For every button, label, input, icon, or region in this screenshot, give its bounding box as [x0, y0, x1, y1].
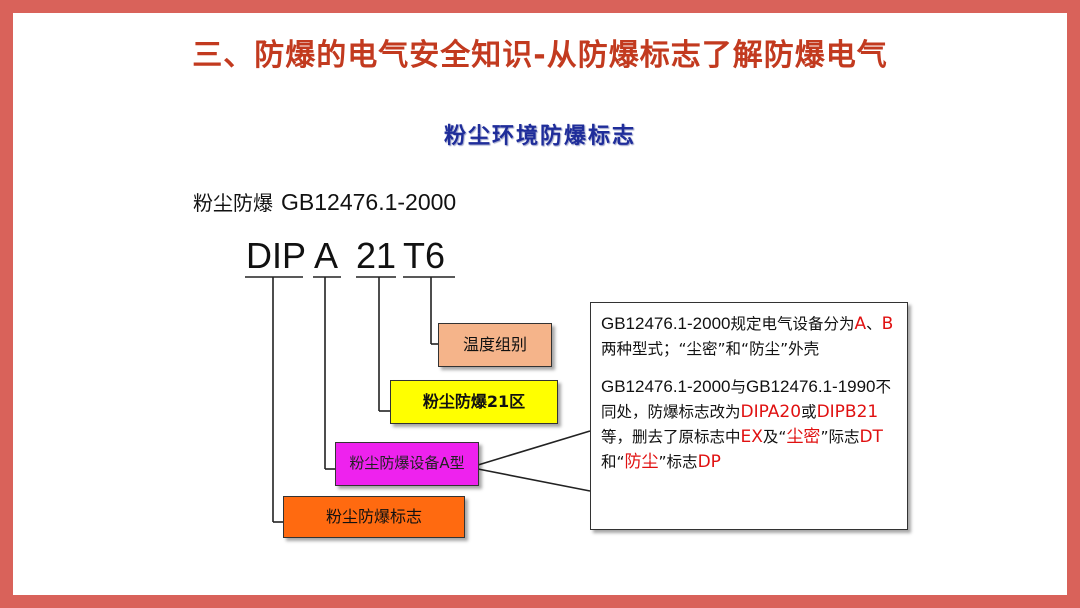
- info-paragraph-1: GB12476.1-2000规定电气设备分为A、B两种型式；“尘密”和“防尘”外…: [601, 314, 894, 358]
- info-paragraph-2: GB12476.1-2000与GB12476.1-1990不同处，防爆标志改为D…: [601, 377, 892, 472]
- marking-type: A: [314, 235, 339, 276]
- marking-box: 粉尘防爆标志: [283, 496, 465, 538]
- marking-dip: DIP: [246, 235, 307, 276]
- connector-lines: [245, 276, 591, 523]
- info-callout: GB12476.1-2000规定电气设备分为A、B两种型式；“尘密”和“防尘”外…: [590, 302, 908, 530]
- equipment-type-box: 粉尘防爆设备A型: [335, 442, 479, 486]
- callout-line-upper: [477, 430, 591, 466]
- zone-box: 粉尘防爆21区: [390, 380, 558, 424]
- standard-line: 粉尘防爆 GB12476.1-2000: [193, 187, 456, 216]
- callout-line-lower: [477, 468, 591, 492]
- marking-zone: 21: [356, 235, 397, 276]
- slide-title: 三、防爆的电气安全知识-从防爆标志了解防爆电气: [192, 38, 888, 73]
- marking-temperature: T6: [403, 235, 446, 276]
- temperature-group-box: 温度组别: [438, 323, 552, 367]
- slide: 三、防爆的电气安全知识-从防爆标志了解防爆电气 粉尘环境防爆标志 粉尘防爆 GB1…: [13, 13, 1067, 595]
- slide-subtitle: 粉尘环境防爆标志: [443, 124, 636, 149]
- standard-label: 粉尘防爆: [193, 191, 273, 215]
- standard-code: GB12476.1-2000: [281, 189, 457, 215]
